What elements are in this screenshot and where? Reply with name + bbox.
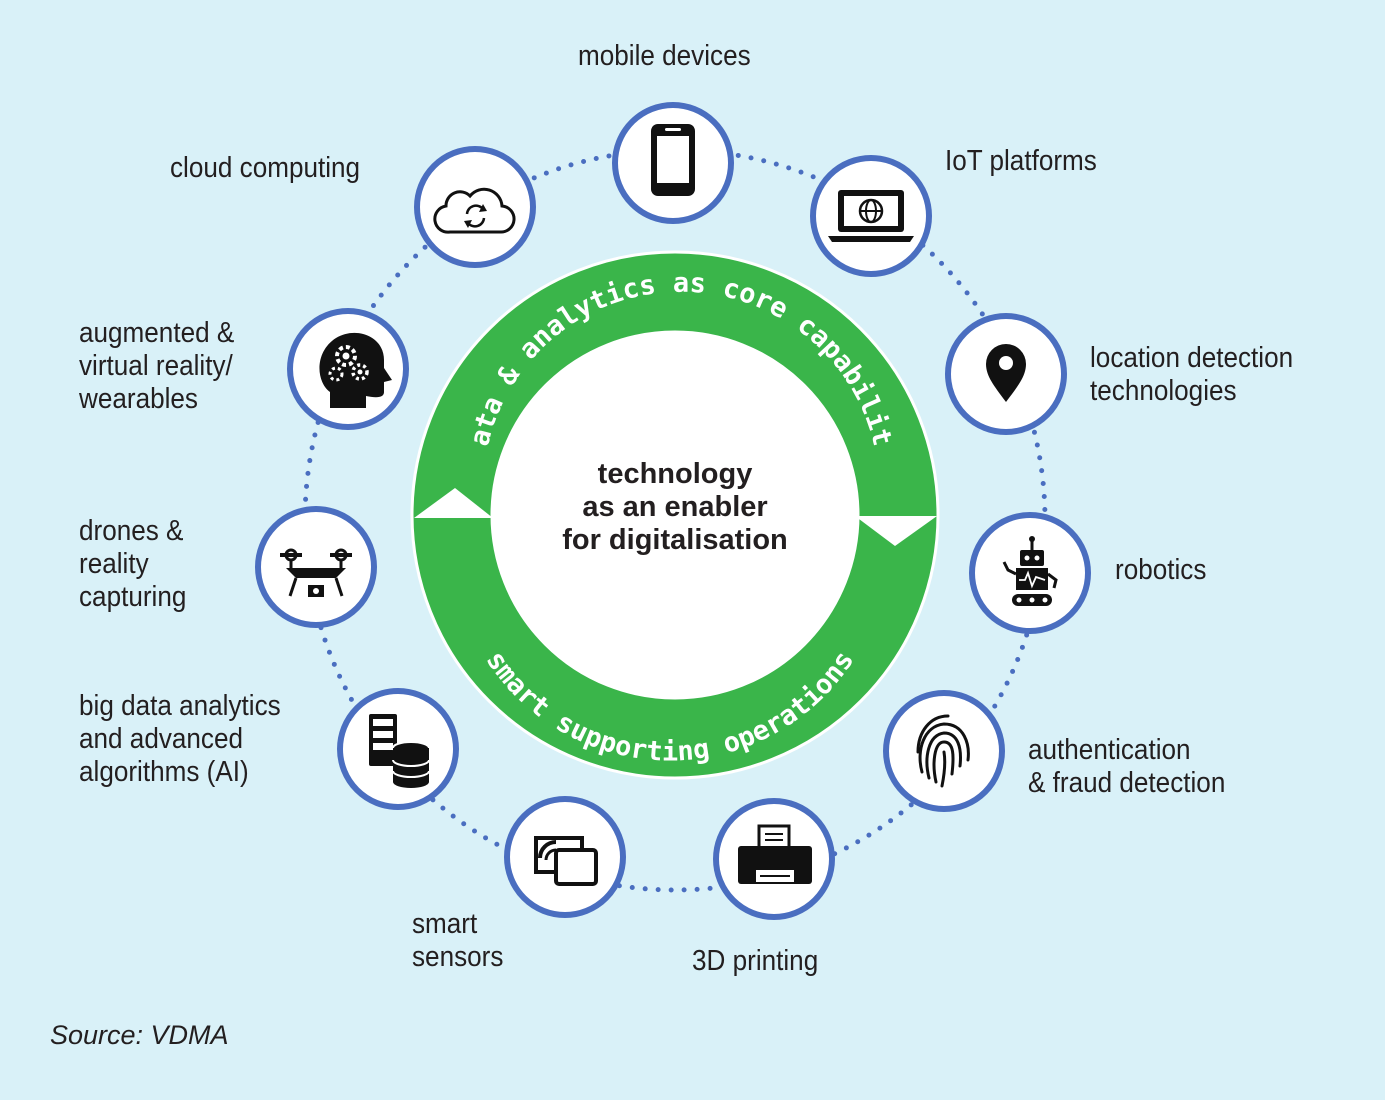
node-robotics [969, 512, 1091, 634]
label-location-detection: location detection technologies [1090, 342, 1294, 407]
core-ring-inner-edge [490, 330, 860, 700]
ring-arrow-right [855, 516, 937, 546]
label-smart-sensors: smart sensors [412, 908, 504, 973]
server-database-icon [369, 714, 430, 788]
node-authentication [883, 690, 1005, 812]
label-authentication: authentication & fraud detection [1028, 734, 1226, 799]
laptop-globe-icon [828, 190, 914, 242]
node-cloud-computing [414, 146, 536, 268]
node-location-detection [945, 313, 1067, 435]
label-mobile-devices: mobile devices [578, 40, 751, 72]
ring-arrow-left [414, 488, 493, 518]
printer-icon [738, 824, 812, 884]
node-3d-printing [713, 798, 835, 920]
label-augmented-reality: augmented & virtual reality/ wearables [79, 317, 235, 415]
node-mobile-devices [612, 102, 734, 224]
robot-icon [1002, 536, 1058, 606]
smartphone-icon [651, 124, 695, 196]
label-drones: drones & reality capturing [79, 515, 187, 613]
core-ring-outer-edge [410, 250, 940, 780]
node-big-data [337, 688, 459, 810]
node-drones [255, 506, 377, 628]
label-robotics: robotics [1115, 554, 1207, 586]
fingerprint-icon [916, 714, 970, 788]
label-iot-platforms: IoT platforms [945, 145, 1097, 177]
sensor-signal-icon [534, 836, 598, 886]
cloud-sync-icon [433, 187, 516, 234]
map-pin-icon [986, 344, 1026, 402]
node-iot-platforms [810, 155, 932, 277]
source-caption: Source: VDMA [50, 1020, 229, 1050]
drone-icon [280, 548, 352, 597]
label-cloud-computing: cloud computing [170, 152, 361, 184]
label-3d-printing: 3D printing [692, 945, 819, 977]
label-big-data: big data analytics and advanced algorith… [79, 690, 281, 788]
node-augmented-reality [287, 308, 409, 430]
center-label: technology as an enabler for digitalisat… [562, 458, 788, 556]
head-gears-icon [319, 332, 392, 408]
node-smart-sensors [504, 796, 626, 918]
